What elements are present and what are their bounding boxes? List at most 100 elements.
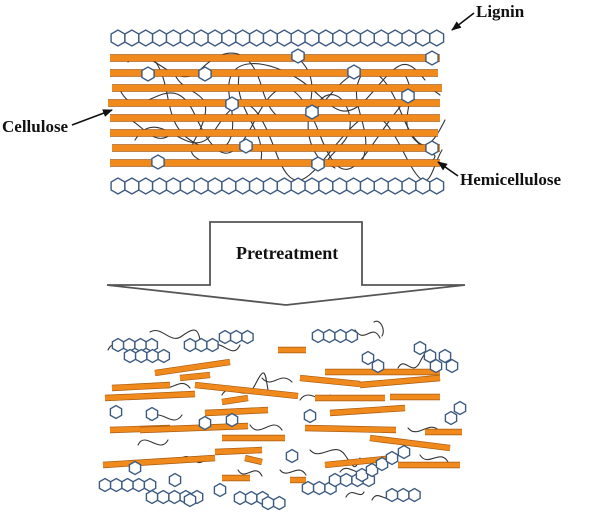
lignin-hexagon [207, 177, 223, 195]
cellulose-fiber [304, 425, 397, 433]
lignin-hexagon [415, 177, 431, 195]
lignin-hexagon [311, 156, 325, 172]
lignin-hexagon [373, 29, 389, 47]
lignin-hexagon [401, 29, 417, 47]
lignin-hexagon [425, 140, 439, 156]
lignin-hexagon [429, 29, 445, 47]
lignin-hexagon [151, 177, 168, 195]
hemicellulose-chain [149, 329, 201, 341]
lignin-hexagon [387, 177, 403, 195]
cellulose-fiber [179, 372, 211, 381]
hemicellulose-chain [137, 439, 169, 446]
lignin-hexagon [262, 177, 278, 195]
lignin-hexagon [438, 348, 452, 364]
lignin-hexagon [347, 64, 361, 80]
lignin-hexagon [332, 29, 348, 47]
lignin-hexagon [444, 410, 458, 426]
hemicellulose-chain [309, 449, 361, 468]
cellulose-fiber [111, 382, 171, 391]
lignin-hexagon [322, 328, 336, 344]
lignin-hexagon [290, 177, 306, 195]
lignin-hexagon [305, 104, 319, 120]
lignin-hexagon [332, 177, 348, 195]
cellulose-pointer-arrow [71, 109, 113, 126]
lignin-hexagon [213, 482, 227, 498]
lignin-hexagon [311, 328, 325, 344]
lignin-hexagon [359, 29, 375, 47]
lignin-hexagon [121, 477, 134, 493]
lignin-hexagon [241, 329, 254, 345]
lignin-hexagon [235, 177, 251, 195]
lignin-hexagon [334, 328, 347, 344]
lignin-hexagon [318, 177, 334, 195]
lignin-hexagon [98, 477, 112, 493]
lignin-layer-intact [110, 29, 445, 195]
lignin-hexagon [361, 350, 375, 366]
lignin-hexagon [401, 88, 415, 104]
cellulose-label: Cellulose [2, 117, 69, 136]
hemicellulose-chain [354, 329, 381, 339]
lignin-hexagon [248, 177, 265, 195]
cellulose-fiber [221, 395, 249, 405]
lignin-hexagon [145, 489, 159, 505]
lignin-hexagon [179, 29, 195, 47]
cellulose-fiber [139, 423, 249, 433]
lignin-hexagon [276, 177, 292, 195]
lignin-hexagon [261, 495, 275, 511]
lignin-hexagon [179, 177, 195, 195]
lignin-fragments [98, 328, 467, 511]
lignin-hexagon [165, 177, 182, 195]
lignin-hexagon [128, 460, 142, 476]
lignin-hexagon [244, 490, 258, 506]
lignin-hexagon [110, 29, 126, 47]
hemicellulose-chain [373, 320, 384, 337]
lignin-hexagon [156, 489, 170, 505]
lignin-hexagon [225, 96, 239, 112]
lignin-hexagon [445, 358, 459, 374]
lignin-hexagon [193, 177, 209, 195]
lignin-hexagon [138, 177, 154, 195]
hemicellulose-chain [279, 469, 307, 476]
lignin-hexagon [151, 29, 168, 47]
hemicellulose-chain [237, 469, 263, 477]
lignin-hexagon [304, 29, 320, 47]
lignin-hexagon [373, 177, 389, 195]
lignin-hexagon [401, 177, 417, 195]
cellulose-fiber [102, 455, 216, 468]
lignin-label: Lignin [476, 2, 525, 21]
lignin-hexagon [303, 408, 317, 424]
lignin-hexagon [235, 29, 251, 47]
lignin-hexagon [132, 477, 146, 493]
hemicellulose-chain [249, 424, 283, 431]
lignin-hexagon [262, 29, 278, 47]
lignin-hexagon [134, 348, 148, 364]
lignin-hexagon [328, 472, 342, 488]
lignin-hexagon [318, 29, 334, 47]
lignin-hexagon [413, 340, 427, 356]
lignin-hexagon [339, 472, 353, 488]
lignin-hexagon [229, 329, 243, 345]
hemicellulose-label: Hemicellulose [460, 170, 562, 189]
lignin-hexagon [408, 487, 421, 503]
lignin-hexagon [272, 495, 286, 511]
lignin-hexagon [141, 66, 155, 82]
lignin-hexagon [198, 66, 212, 82]
lignin-hexagon [206, 337, 219, 353]
lignin-hexagon [345, 177, 362, 195]
lignin-hexagon [109, 477, 123, 493]
lignin-hexagon [207, 29, 223, 47]
lignin-hexagon [221, 29, 237, 47]
lignin-hexagon [371, 358, 385, 374]
lignin-hexagon [285, 448, 299, 464]
lignin-hexagon [123, 348, 137, 364]
lignin-hexagon [345, 328, 359, 344]
cellulose-fiber [244, 455, 263, 465]
cellulose-fiber [329, 405, 406, 416]
hemicellulose-pointer-arrow [437, 161, 459, 177]
lignin-hexagon [124, 177, 140, 195]
pretreatment-label: Pretreatment [236, 243, 339, 263]
lignin-hexagon [143, 477, 157, 493]
cellulose-fiber [204, 407, 269, 416]
lignin-hexagon [248, 29, 265, 47]
